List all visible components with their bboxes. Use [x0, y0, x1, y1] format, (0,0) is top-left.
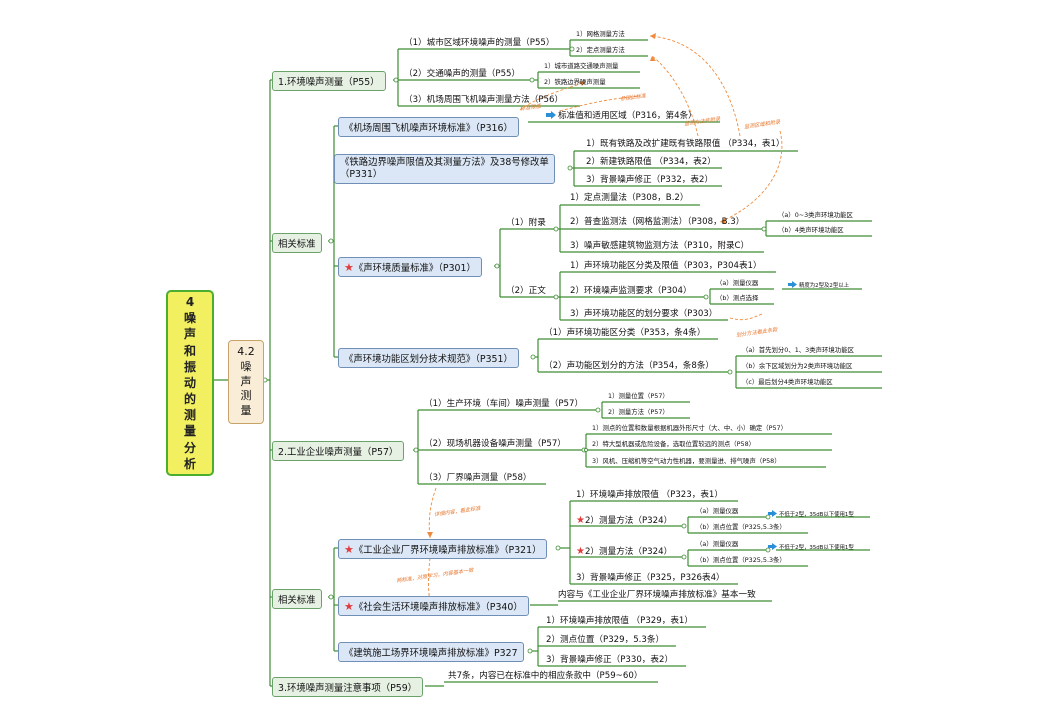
- node-ind-method-2[interactable]: ★2）测量方法（P324）: [576, 546, 673, 557]
- node-machine-fans[interactable]: 3）风机、压缩机等空气动力性机器，要测量进、排气噪声（P58）: [592, 457, 781, 465]
- node-zoning-requirements[interactable]: 3）声环境功能区的划分要求（P303）: [570, 309, 718, 319]
- star-icon: ★: [344, 543, 354, 556]
- related-standards-2[interactable]: 相关标准: [272, 589, 322, 609]
- std-social-life[interactable]: ★《社会生活环境噪声排放标准》（P340）: [338, 596, 529, 616]
- node-machine-points[interactable]: 1）测点的位置和数量根据机器外形尺寸（大、中、小）确定（P57）: [592, 424, 787, 432]
- arrow-right-icon: [768, 543, 777, 550]
- node-zoning-method[interactable]: （2）声功能区划分的方法（P354，条8条）: [544, 361, 715, 371]
- node-survey-b3[interactable]: 2）普查监测法（网格监测法）（P308，B.3）: [570, 217, 745, 227]
- node-ind-grade-1[interactable]: 不低于2型，35dB以下使用1型: [768, 510, 854, 518]
- node-social-same[interactable]: 内容与《工业企业厂界环境噪声排放标准》基本一致: [558, 590, 756, 600]
- node-zone-0-3[interactable]: （a）0~3类声环境功能区: [778, 211, 853, 219]
- std-acoustic-quality[interactable]: ★《声环境质量标准》（P301）: [338, 257, 482, 277]
- node-measure-method[interactable]: 2）测量方法（P57）: [608, 408, 669, 416]
- node-ind-position-1[interactable]: （b）测点位置（P325,5.3条）: [696, 523, 786, 531]
- node-rail-background[interactable]: 3）背景噪声修正（P332，表2）: [586, 175, 714, 185]
- node-zone-categories[interactable]: （1）声环境功能区分类（P353，条4条）: [544, 328, 706, 338]
- arrow-right-icon: [788, 281, 797, 288]
- node-instrument[interactable]: （a）测量仪器: [716, 279, 759, 287]
- node-railway-boundary[interactable]: 2）铁路边界噪声测量: [544, 78, 606, 86]
- std-airport-noise[interactable]: 《机场周围飞机噪声环境标准》（P316）: [338, 117, 519, 137]
- node-grid-method[interactable]: 1）网格测量方法: [576, 30, 625, 38]
- node-ind-background[interactable]: 3）背景噪声修正（P325，P326表4）: [576, 573, 725, 583]
- node-monitoring-requirements[interactable]: 2）环境噪声监测要求（P304）: [570, 286, 692, 296]
- node-point-selection[interactable]: （b）测点选择: [716, 294, 759, 302]
- root-topic[interactable]: 4 噪 声 和 振 动 的 测 量 分 析: [166, 290, 214, 476]
- std-zoning-spec[interactable]: 《声环境功能区划分技术规范》（P351）: [338, 348, 519, 368]
- node-zone-first[interactable]: （a）首先划分0、1、3类声环境功能区: [742, 346, 854, 354]
- node-ind-instrument-2[interactable]: （a）测量仪器: [696, 540, 739, 548]
- node-notes-detail[interactable]: 共7条，内容已在标准中的相应条款中（P59~60）: [448, 671, 643, 681]
- node-rail-existing[interactable]: 1）既有铁路及改扩建既有铁路限值 （P334，表1）: [586, 139, 785, 149]
- std-industrial-boundary[interactable]: ★《工业企业厂界环境噪声排放标准》（P321）: [338, 539, 548, 559]
- star-icon: ★: [344, 261, 354, 274]
- node-zone-classification[interactable]: 1）声环境功能区分类及限值（P303，P304表1）: [570, 261, 762, 271]
- arrow-right-icon: [768, 510, 777, 517]
- node-main-text[interactable]: （2）正文: [506, 286, 546, 296]
- node-fixed-point-method[interactable]: 2）定点测量方法: [576, 46, 625, 54]
- node-measure-position[interactable]: 1）测量位置（P57）: [608, 392, 669, 400]
- node-con-limits[interactable]: 1）环境噪声排放限值 （P329，表1）: [546, 616, 693, 626]
- node-city-noise[interactable]: （1）城市区域环境噪声的测量（P55）: [404, 38, 555, 48]
- node-con-points[interactable]: 2）测点位置（P329，5.3条）: [546, 635, 665, 645]
- std-construction[interactable]: 《建筑施工场界环境噪声排放标准》P327: [338, 642, 524, 662]
- node-machine-large[interactable]: 2）特大型机器或危险设备，选取位置较远的测点（P58）: [592, 440, 756, 448]
- related-standards-1[interactable]: 相关标准: [272, 233, 322, 253]
- node-ind-position-2[interactable]: （b）测点位置（P325,5.3条）: [696, 556, 786, 564]
- node-airport-limits[interactable]: 标准值和适用区域（P316，第4条）: [546, 111, 697, 121]
- node-sensitive-buildings[interactable]: 3）噪声敏感建筑物监测方法（P310，附录C）: [570, 241, 750, 251]
- node-boundary-noise[interactable]: （3）厂界噪声测量（P58）: [424, 473, 532, 483]
- star-icon: ★: [576, 546, 585, 557]
- node-ind-method-1[interactable]: ★2）测量方法（P324）: [576, 515, 673, 526]
- star-icon: ★: [344, 600, 354, 613]
- section-industrial-noise[interactable]: 2.工业企业噪声测量（P57）: [272, 441, 405, 461]
- node-workshop-noise[interactable]: （1）生产环境（车间）噪声测量（P57）: [424, 399, 584, 409]
- node-traffic-noise[interactable]: （2）交通噪声的测量（P55）: [404, 69, 521, 79]
- node-fixed-point-b2[interactable]: 1）定点测量法（P308，B.2）: [570, 193, 689, 203]
- node-ind-instrument-1[interactable]: （a）测量仪器: [696, 507, 739, 515]
- arrow-right-icon: [546, 111, 556, 119]
- node-precision[interactable]: 精度为2型及2型以上: [788, 281, 849, 289]
- node-airport-noise[interactable]: （3）机场周围飞机噪声测量方法（P56）: [404, 95, 564, 105]
- node-appendix[interactable]: （1）附录: [506, 218, 546, 228]
- subtopic-4-2[interactable]: 4.2 噪 声 测 量: [228, 340, 264, 424]
- node-road-traffic[interactable]: 1）城市道路交通噪声测量: [544, 62, 619, 70]
- node-ind-grade-2[interactable]: 不低于2型，35dB以下使用1型: [768, 543, 854, 551]
- node-zone-rest[interactable]: （b）余下区域划分为2类声环境功能区: [742, 362, 853, 370]
- node-rail-new[interactable]: 2）新建铁路限值 （P334，表2）: [586, 157, 716, 167]
- std-railway-boundary[interactable]: 《铁路边界噪声限值及其测量方法》及38号修改单（P331）: [334, 154, 555, 185]
- node-machine-noise[interactable]: （2）现场机器设备噪声测量（P57）: [424, 439, 566, 449]
- node-zone-4[interactable]: （b）4类声环境功能区: [778, 226, 844, 234]
- star-icon: ★: [576, 515, 585, 526]
- node-con-background[interactable]: 3）背景噪声修正（P330，表2）: [546, 655, 674, 665]
- section-notes[interactable]: 3.环境噪声测量注意事项（P59）: [272, 677, 424, 697]
- node-ind-limits[interactable]: 1）环境噪声排放限值 （P323，表1）: [576, 490, 723, 500]
- section-environmental-noise[interactable]: 1.环境噪声测量（P55）: [272, 71, 386, 91]
- node-zone-last[interactable]: （c）最后划分4类声环境功能区: [742, 378, 833, 386]
